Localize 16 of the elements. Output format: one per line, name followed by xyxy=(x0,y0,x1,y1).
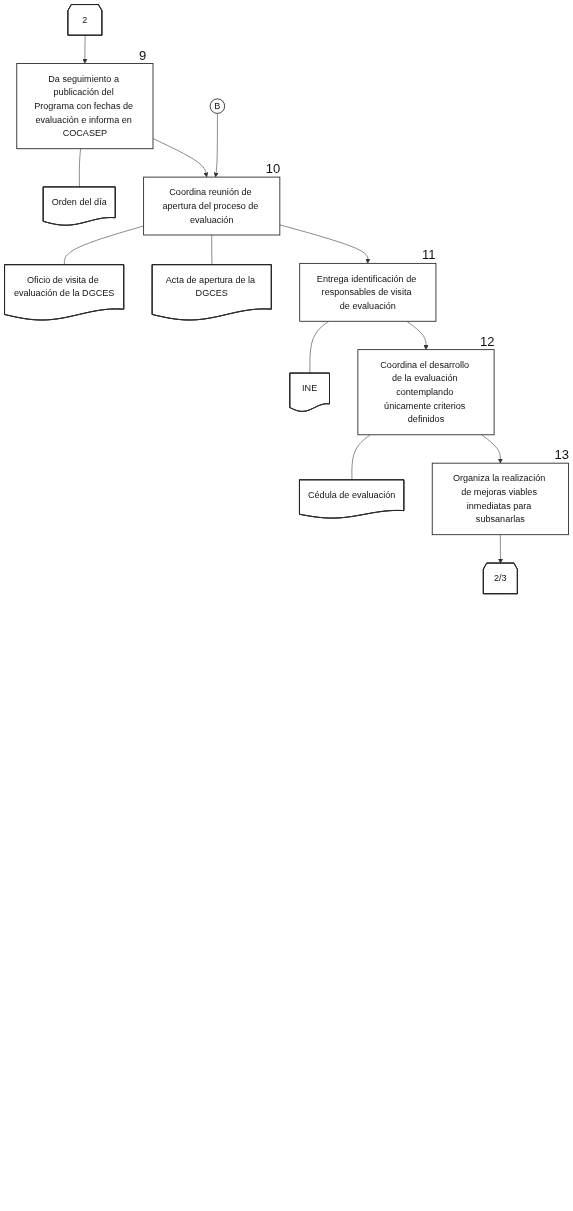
node-box: Organiza la realización de mejoras viables inmediatas para subsanarlas xyxy=(431,462,569,536)
node-circle: B xyxy=(209,98,226,114)
connector xyxy=(309,321,330,374)
node-box: Da seguimiento a publicación del Programa con fechas de evaluación e informa en COCASEP xyxy=(16,63,154,150)
step-number: 13 xyxy=(554,447,569,463)
connector xyxy=(211,234,213,266)
step-number: 10 xyxy=(265,161,281,177)
node-box: Coordina reunión de apertura del proceso de evaluación xyxy=(143,176,281,236)
node-box: Coordina el desarrollo de la evaluación contemplando únicamente criterios definidos xyxy=(357,349,495,436)
step-number: 9 xyxy=(139,47,147,63)
connector xyxy=(351,434,371,481)
step-number: 11 xyxy=(421,247,436,263)
step-number: 12 xyxy=(480,333,495,349)
connector xyxy=(64,225,144,266)
node-box: Entrega identificación de responsables de visita de evaluación xyxy=(299,262,437,322)
connector xyxy=(79,148,81,188)
